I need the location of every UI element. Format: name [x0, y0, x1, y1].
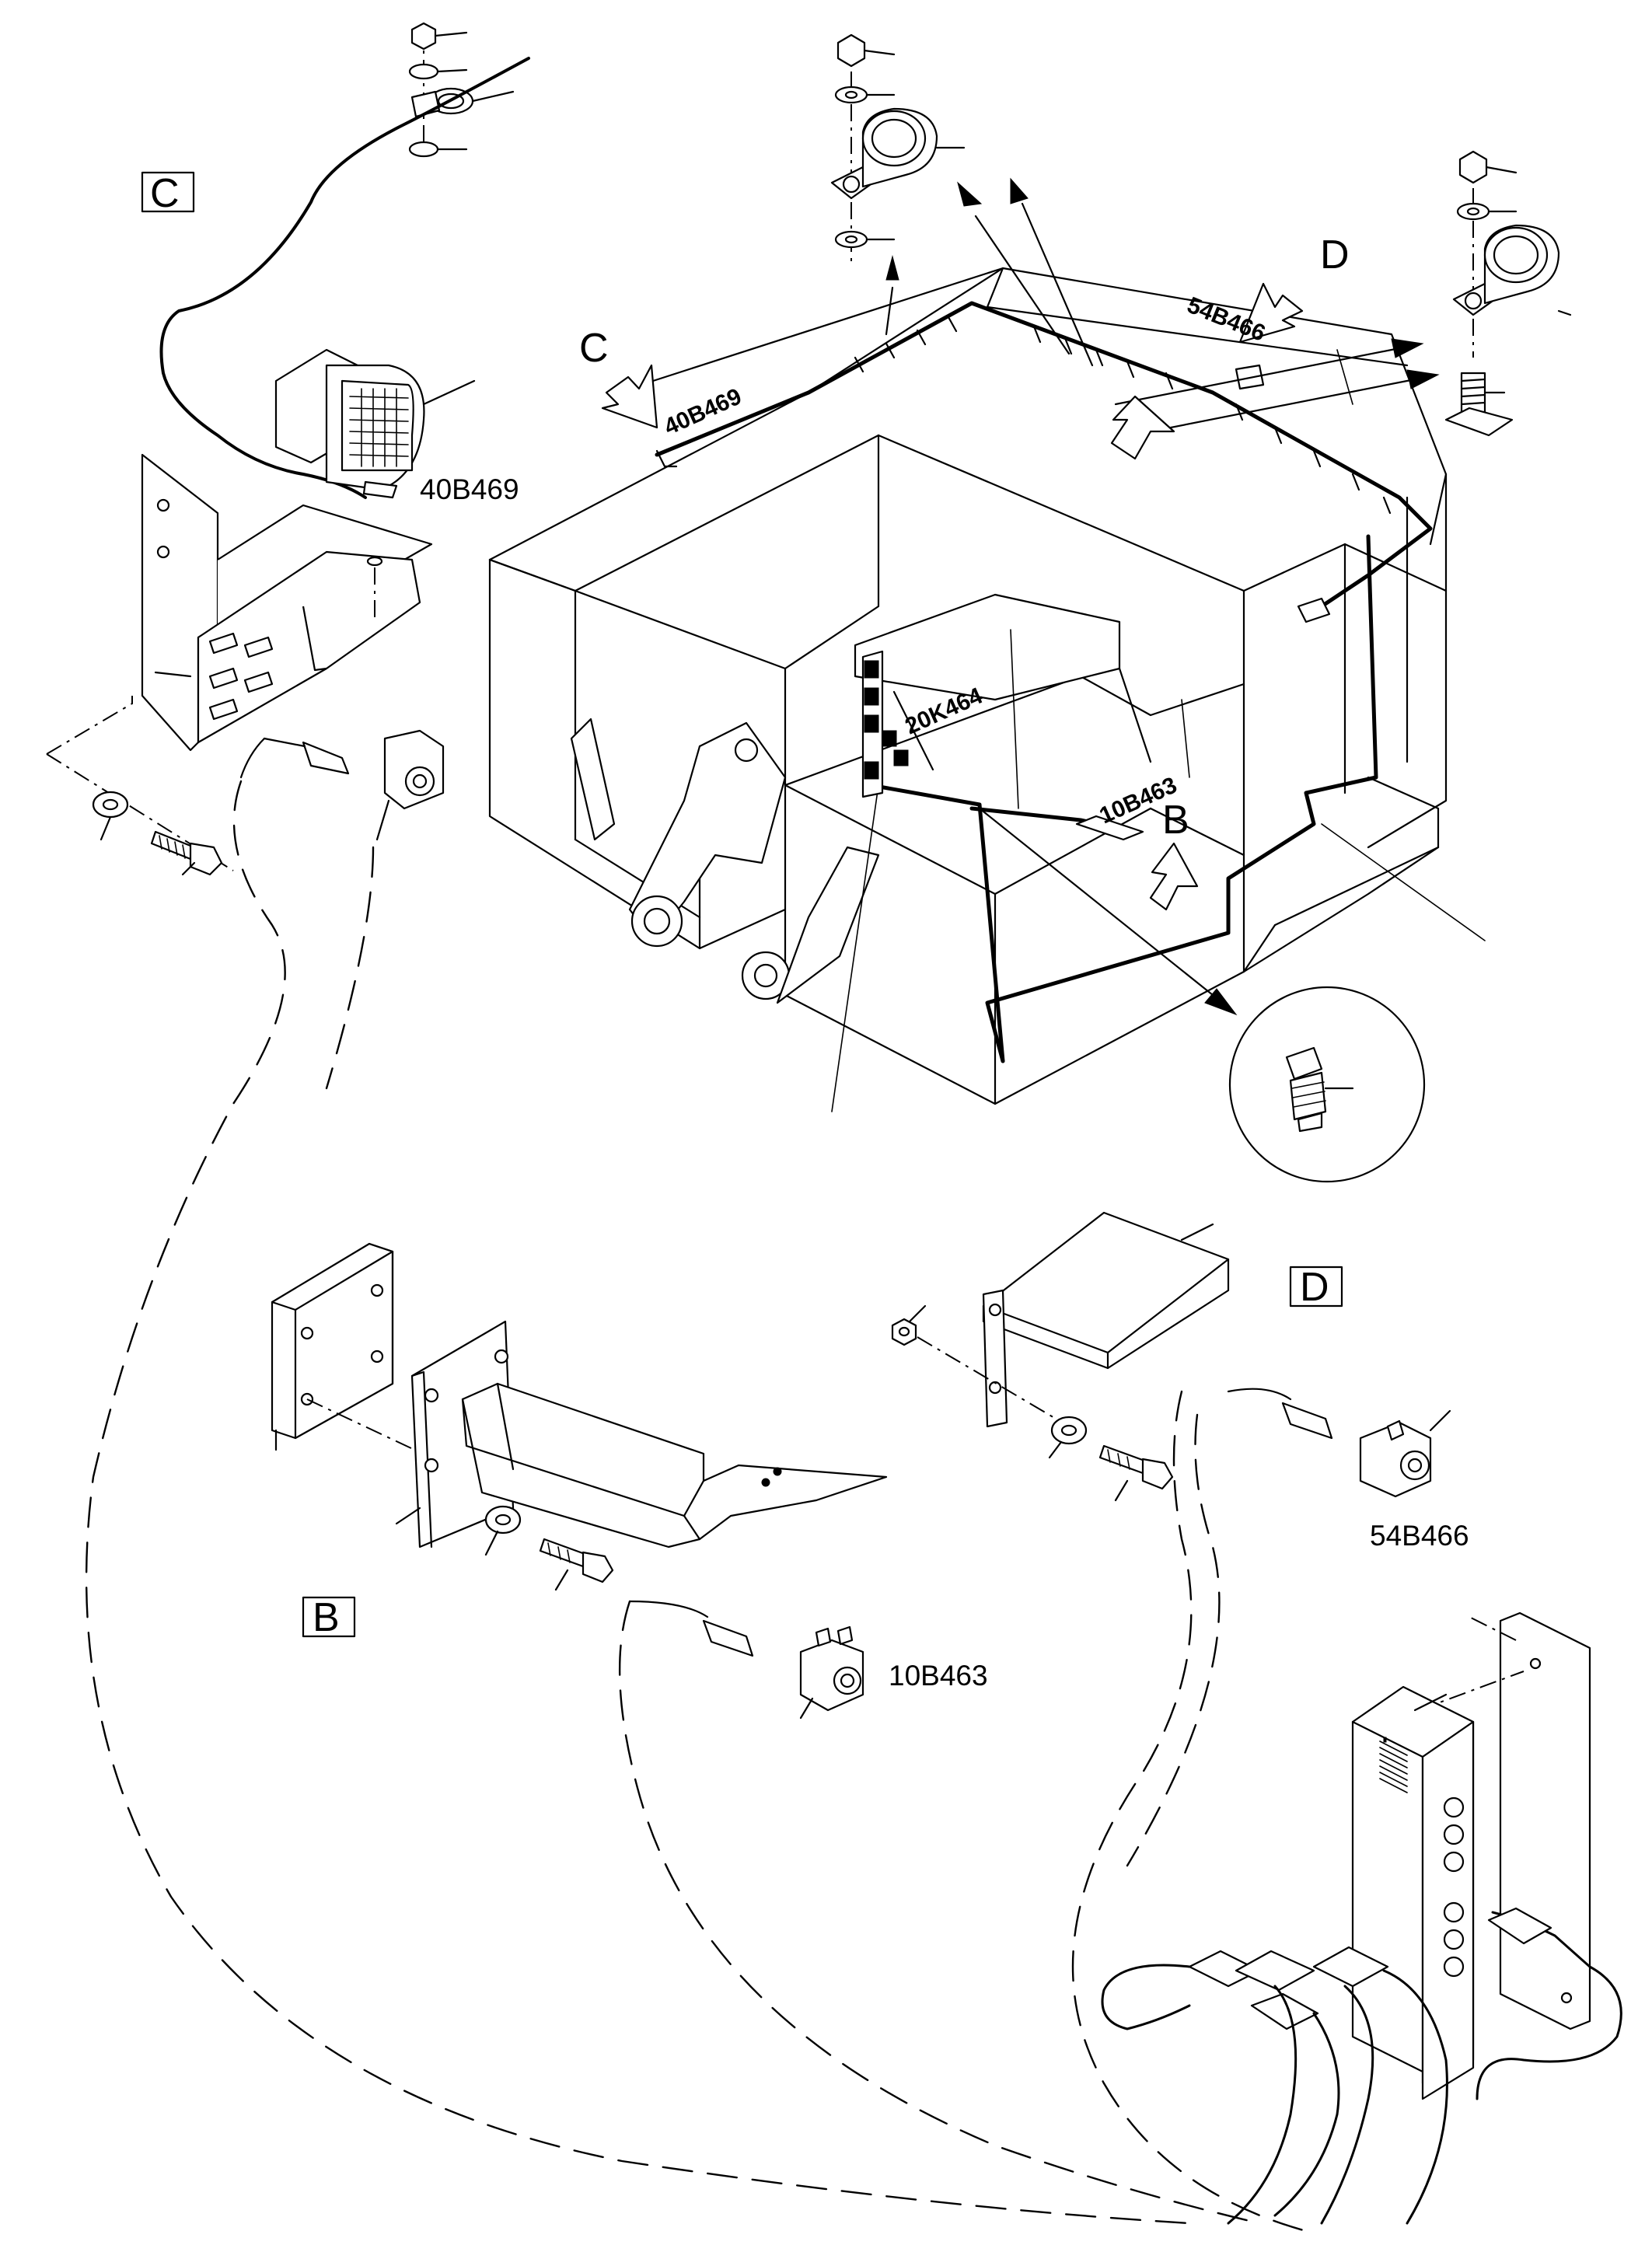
rear-sensor-bracket	[271, 1242, 888, 1591]
clamp-stack-right	[1444, 150, 1572, 437]
side-sensor-bracket	[891, 1211, 1230, 1502]
clamp-stack-center	[830, 33, 966, 264]
light-clamp-hardware	[408, 22, 515, 158]
view-arrow-c-label: C	[579, 326, 609, 371]
direction-arrows	[885, 177, 1440, 1016]
view-arrow-b-label: B	[1162, 798, 1189, 843]
control-unit-cables	[1101, 1907, 1622, 2225]
view-arrow-d-label: D	[1320, 232, 1350, 278]
view-box-b	[302, 1596, 356, 1638]
view-box-c	[141, 171, 195, 213]
cable-harness	[655, 301, 1486, 1112]
sensor-10b463	[628, 1600, 864, 1720]
label-54b466: 54B466	[1370, 1520, 1469, 1552]
view-markers: C D B	[579, 232, 1350, 911]
cab-frame	[488, 267, 1448, 1105]
view-box-c-label: C	[150, 171, 180, 216]
label-40b469: 40B469	[420, 473, 519, 505]
view-box-d-label: D	[1300, 1265, 1329, 1310]
sensor-54b466	[1227, 1388, 1451, 1498]
dashed-routing	[85, 780, 1308, 2233]
control-unit	[1351, 1611, 1591, 2100]
light-connector	[239, 729, 445, 841]
light-bracket	[141, 453, 433, 752]
light-cable	[159, 57, 530, 499]
label-10b463: 10B463	[889, 1660, 988, 1692]
cable-gland-detail	[1228, 986, 1426, 1183]
view-box-d	[1289, 1266, 1343, 1308]
view-box-b-label: B	[313, 1595, 340, 1640]
work-light-40b469	[274, 348, 476, 499]
bracket-mount-hardware	[46, 696, 234, 876]
